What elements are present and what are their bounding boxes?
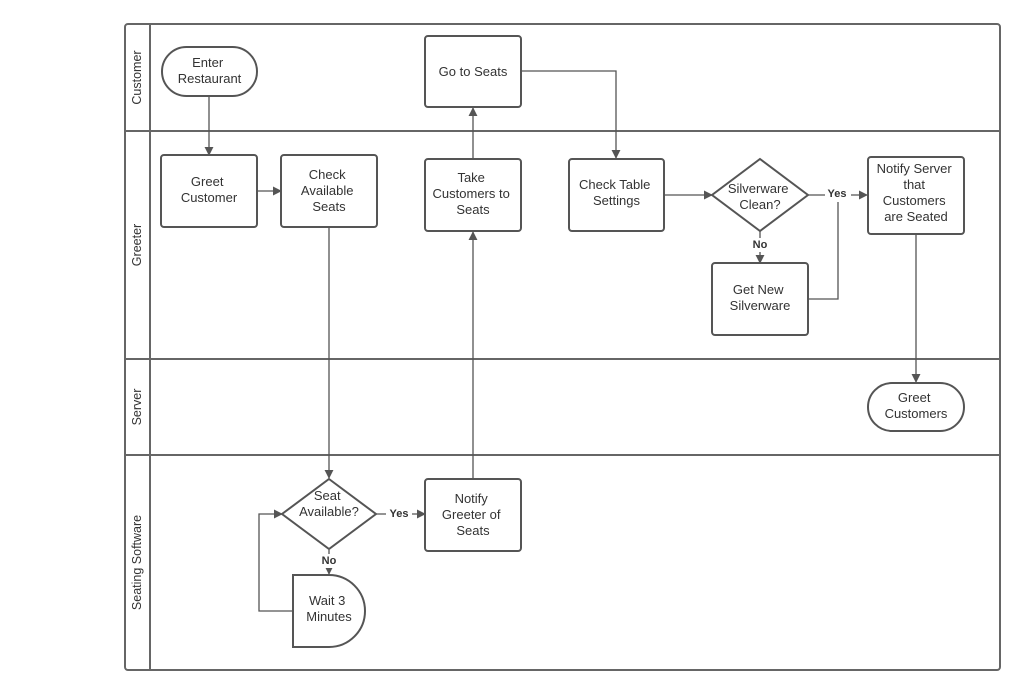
lane-label-seating-software: Seating Software <box>130 515 144 610</box>
lane-label-customer: Customer <box>130 50 144 104</box>
node-get-new-silverware: Get New Silverware <box>711 262 809 336</box>
node-enter-restaurant: Enter Restaurant <box>161 46 258 97</box>
node-label: Check Table Settings <box>579 177 654 208</box>
edge-label-seat-yes: Yes <box>390 508 409 520</box>
node-label: Greet Customer <box>181 174 238 205</box>
node-greet-customer: Greet Customer <box>160 154 258 228</box>
pool-frame <box>124 23 1001 671</box>
node-take-customers-to-seats: Take Customers to Seats <box>424 158 522 232</box>
edge-label-bg <box>749 238 771 252</box>
edge-wait-loop-back <box>258 509 293 612</box>
node-silverware-clean-decision: Silverware Clean? <box>710 157 810 233</box>
node-notify-server: Notify Server that Customers are Seated <box>867 156 965 235</box>
edge-label-bg <box>825 188 851 202</box>
node-label: Check Available Seats <box>301 167 357 214</box>
edge-label-seat-no: No <box>322 555 337 567</box>
node-notify-greeter: Notify Greeter of Seats <box>424 478 522 552</box>
node-greet-customers: Greet Customers <box>867 382 965 432</box>
node-seat-available-decision: Seat Available? <box>280 477 378 551</box>
node-label: Take Customers to Seats <box>433 170 514 217</box>
node-label: Seat Available? <box>299 488 359 519</box>
edge-label-silverware-yes: Yes <box>828 188 847 200</box>
edge-go-to-seats-to-check-table <box>521 70 621 159</box>
node-label: Greet Customers <box>885 390 948 421</box>
lane-label-server: Server <box>130 389 144 426</box>
edge-label-bg <box>318 554 340 568</box>
node-label: Go to Seats <box>439 64 508 79</box>
node-label: Get New Silverware <box>730 282 791 313</box>
node-wait-3-minutes: Wait 3 Minutes <box>292 574 366 648</box>
lane-label-greeter: Greeter <box>130 224 144 266</box>
edge-label-bg <box>386 507 412 521</box>
node-check-available-seats: Check Available Seats <box>280 154 378 228</box>
node-label: Notify Greeter of Seats <box>442 491 504 538</box>
node-label: Enter Restaurant <box>178 55 242 86</box>
node-check-table-settings: Check Table Settings <box>568 158 665 232</box>
edge-new-silverware-return <box>808 195 839 300</box>
node-label: Silverware Clean? <box>728 181 792 212</box>
node-go-to-seats: Go to Seats <box>424 35 522 108</box>
node-label: Notify Server that Customers are Seated <box>877 161 956 224</box>
node-label: Wait 3 Minutes <box>306 593 352 624</box>
edge-label-silverware-no: No <box>753 239 768 251</box>
